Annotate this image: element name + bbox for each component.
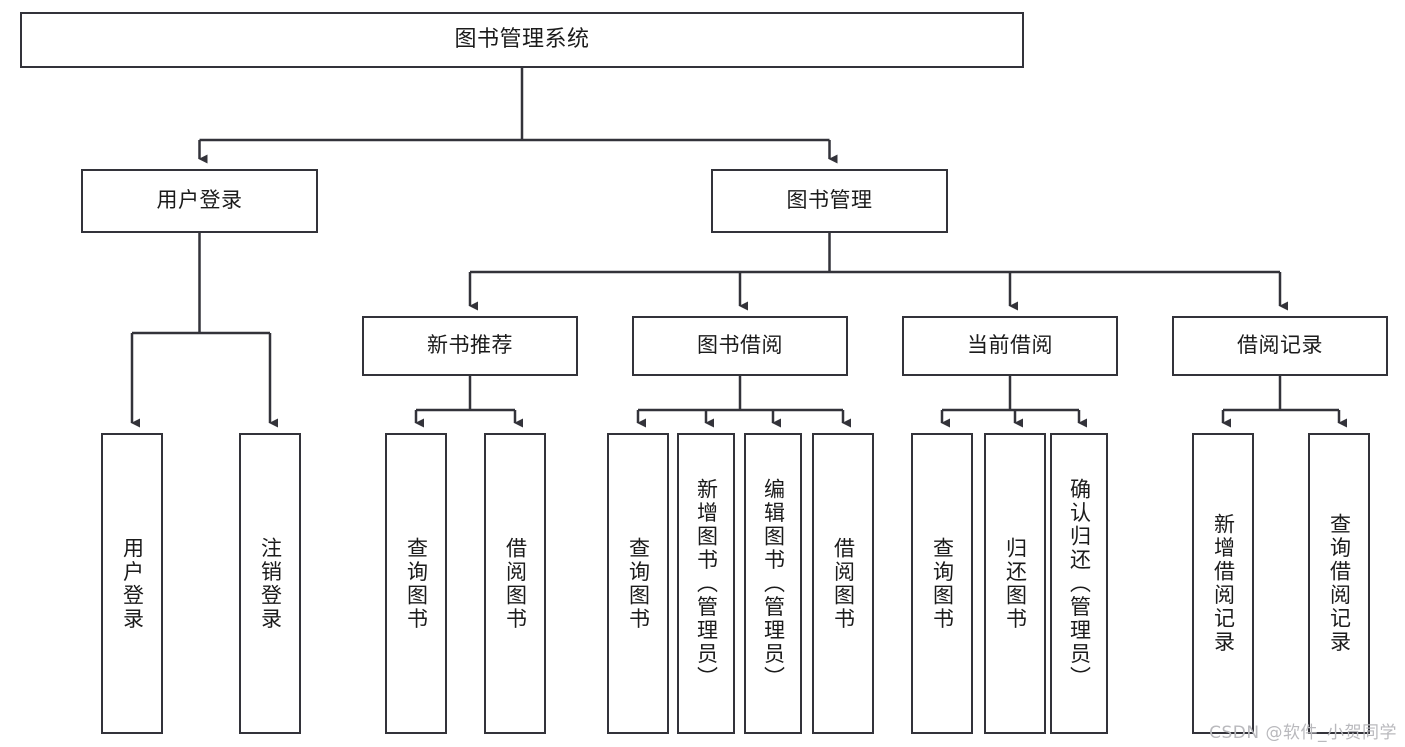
node-leaf-add-record[interactable]: 新增借阅记录 xyxy=(1192,433,1254,734)
node-label-leaf-add-record: 新增借阅记录 xyxy=(1211,513,1236,654)
node-new-book-recommend[interactable]: 新书推荐 xyxy=(362,316,578,376)
node-label-leaf-return-book: 归还图书 xyxy=(1003,536,1028,631)
node-label-leaf-confirm-return: 确认归还（管理员） xyxy=(1067,477,1092,690)
node-label-leaf-user-login: 用户登录 xyxy=(120,536,145,631)
node-label-leaf-query-record: 查询借阅记录 xyxy=(1327,513,1352,654)
node-book-borrow[interactable]: 图书借阅 xyxy=(632,316,848,376)
node-user-login[interactable]: 用户登录 xyxy=(81,169,318,233)
node-label-leaf-borrow-book-1: 借阅图书 xyxy=(503,536,528,631)
node-leaf-user-logout[interactable]: 注销登录 xyxy=(239,433,301,734)
node-leaf-query-book-3[interactable]: 查询图书 xyxy=(911,433,973,734)
node-leaf-borrow-book-1[interactable]: 借阅图书 xyxy=(484,433,546,734)
node-leaf-user-login[interactable]: 用户登录 xyxy=(101,433,163,734)
node-label-book-management: 图书管理 xyxy=(786,188,873,213)
node-book-management[interactable]: 图书管理 xyxy=(711,169,948,233)
node-root[interactable]: 图书管理系统 xyxy=(20,12,1024,68)
node-label-leaf-query-book-1: 查询图书 xyxy=(404,536,429,631)
node-label-root: 图书管理系统 xyxy=(454,26,590,52)
node-label-new-book-recommend: 新书推荐 xyxy=(427,333,513,358)
node-label-leaf-edit-book: 编辑图书（管理员） xyxy=(761,477,786,690)
node-label-current-borrow: 当前借阅 xyxy=(967,333,1053,358)
node-leaf-query-record[interactable]: 查询借阅记录 xyxy=(1308,433,1370,734)
node-borrow-record[interactable]: 借阅记录 xyxy=(1172,316,1388,376)
node-label-leaf-add-book: 新增图书（管理员） xyxy=(694,477,719,690)
node-label-leaf-borrow-book-2: 借阅图书 xyxy=(831,536,856,631)
node-label-leaf-query-book-3: 查询图书 xyxy=(930,536,955,631)
node-current-borrow[interactable]: 当前借阅 xyxy=(902,316,1118,376)
node-label-leaf-user-logout: 注销登录 xyxy=(258,536,283,631)
node-label-leaf-query-book-2: 查询图书 xyxy=(626,536,651,631)
watermark-label: CSDN @软件_小贺同学 xyxy=(1209,723,1397,743)
node-label-borrow-record: 借阅记录 xyxy=(1237,333,1323,358)
node-leaf-query-book-2[interactable]: 查询图书 xyxy=(607,433,669,734)
node-leaf-borrow-book-2[interactable]: 借阅图书 xyxy=(812,433,874,734)
node-leaf-return-book[interactable]: 归还图书 xyxy=(984,433,1046,734)
node-label-user-login: 用户登录 xyxy=(156,188,243,213)
node-leaf-edit-book[interactable]: 编辑图书（管理员） xyxy=(744,433,802,734)
node-leaf-confirm-return[interactable]: 确认归还（管理员） xyxy=(1050,433,1108,734)
node-leaf-add-book[interactable]: 新增图书（管理员） xyxy=(677,433,735,734)
node-label-book-borrow: 图书借阅 xyxy=(697,333,783,358)
node-leaf-query-book-1[interactable]: 查询图书 xyxy=(385,433,447,734)
